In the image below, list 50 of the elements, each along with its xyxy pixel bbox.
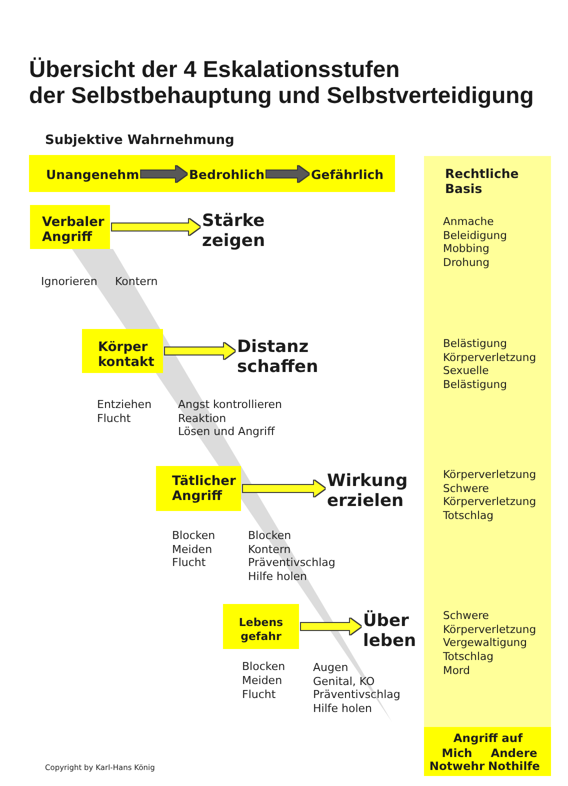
action-item: Meiden: [172, 542, 212, 556]
defense-heading: Angriff auf: [453, 732, 523, 746]
goal-text: Über leben: [363, 611, 416, 651]
column-heading: Rechtliche Basis: [445, 166, 519, 196]
action-item: Kontern: [248, 542, 291, 556]
escalation-stage-box: Verbaler Angriff: [30, 205, 110, 249]
offense-list: Körperverletzung Schwere Körperverletzung Totschlag: [443, 468, 536, 523]
perception-level: Bedrohlich: [189, 166, 264, 182]
action-item: Flucht: [242, 688, 276, 702]
block-arrow: [112, 219, 200, 235]
block-arrow: [165, 343, 235, 359]
action-item: Blocken: [172, 529, 216, 543]
escalation-stage-box: Körper kontakt: [82, 329, 163, 373]
goal-text: Distanz schaffen: [237, 337, 318, 377]
goal-text: Stärke zeigen: [202, 211, 266, 251]
action-item: Augen: [313, 661, 348, 675]
action-item: Lösen und Angriff: [178, 425, 275, 439]
action-item: Ignorieren: [41, 275, 98, 289]
action-item: Präventivschlag: [248, 556, 336, 570]
self-defense-box: [424, 727, 551, 776]
action-item: Angst kontrollieren: [178, 398, 282, 412]
band-heading: Subjektive Wahrnehmung: [45, 133, 234, 149]
offense-list: Anmache Beleidigung Mobbing Drohung: [443, 215, 507, 270]
block-arrow: [266, 166, 309, 182]
block-arrow: [141, 166, 187, 182]
action-item: Flucht: [172, 556, 206, 570]
action-item: Flucht: [97, 412, 131, 426]
defense-term: Andere Nothilfe: [488, 746, 540, 774]
action-item: Kontern: [115, 275, 158, 289]
offense-list: Belästigung Körperverletzung Sexuelle Belästigung: [443, 337, 536, 392]
action-item: Präventivschlag: [313, 688, 400, 702]
action-item: Blocken: [248, 529, 292, 543]
defense-term: Mich Notwehr: [429, 746, 485, 774]
escalation-stage-box: Tätlicher Angriff: [156, 466, 241, 511]
action-item: Blocken: [242, 660, 286, 674]
diagram-title: Übersicht der 4 Eskalationsstufen der Selbstbehauptung und Selbstverteidigung: [29, 56, 534, 108]
action-item: Genital, KO: [313, 674, 375, 688]
offense-list: Schwere Körperverletzung Vergewaltigung Totschlag Mord: [443, 609, 536, 678]
action-item: Hilfe holen: [313, 702, 372, 716]
legal-basis-column: [424, 156, 551, 776]
action-item: Entziehen: [97, 398, 152, 412]
escalation-stage-box: Lebens gefahr: [223, 604, 299, 649]
action-item: Reaktion: [178, 412, 226, 426]
goal-text: Wirkung erzielen: [327, 471, 408, 511]
action-item: Hilfe holen: [248, 570, 308, 584]
block-arrow: [243, 480, 325, 496]
block-arrow: [301, 618, 361, 634]
perception-level: Gefährlich: [311, 166, 384, 182]
perception-level: Unangenehm: [46, 166, 140, 182]
action-item: Meiden: [242, 674, 282, 688]
